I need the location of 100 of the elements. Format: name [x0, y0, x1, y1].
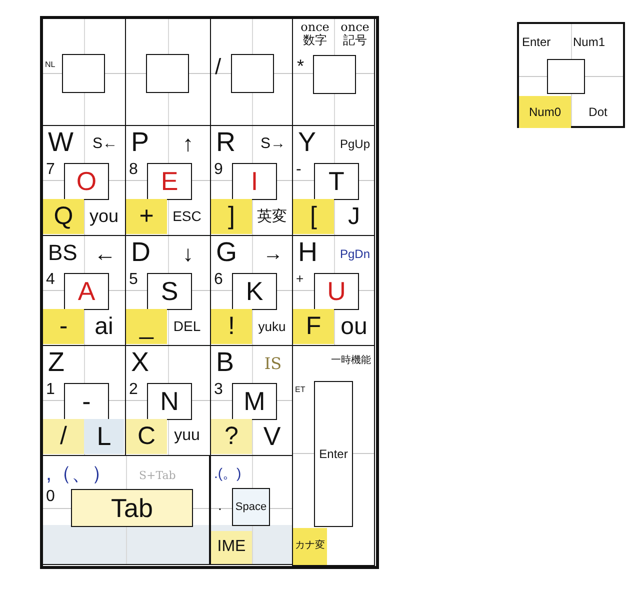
key-label: F [293, 309, 334, 344]
letter-label: P [131, 128, 150, 156]
key-label: L [84, 419, 124, 454]
key-label: [ [293, 199, 334, 234]
position-label: Enter [522, 36, 551, 49]
symbol-label: / [215, 55, 222, 78]
key-box: I [232, 163, 277, 200]
key-label: yuu [173, 426, 201, 446]
note-label: S+Tab [139, 470, 176, 482]
key-cell [125, 345, 211, 456]
number-label: 5 [129, 272, 138, 289]
key-label: / [43, 419, 84, 454]
shift-label: → [262, 245, 284, 263]
side-label: ET [295, 386, 306, 394]
key-cell [292, 345, 375, 566]
key-cell [125, 125, 211, 236]
position-label: Num0 [519, 96, 571, 128]
number-label: 8 [129, 162, 138, 179]
key-box: K [232, 273, 277, 310]
symbol-label: . [218, 498, 222, 513]
key-cell [125, 235, 211, 346]
number-label: 2 [129, 382, 138, 399]
key-box [62, 54, 105, 93]
key-cell [42, 18, 126, 126]
letter-label: R [216, 128, 236, 156]
key-cell [292, 235, 375, 346]
key-label: C [126, 419, 167, 454]
number-label: 6 [214, 272, 223, 289]
key-label: J [347, 202, 361, 232]
key-box: T [314, 163, 359, 200]
key-cell [42, 345, 126, 456]
shift-label: ↑ [182, 135, 194, 153]
key-box: E [147, 163, 192, 200]
letter-label: D [131, 238, 150, 266]
key-label: V [262, 420, 282, 453]
key-label: Q [43, 199, 84, 234]
shift-label: S← [91, 135, 118, 153]
key-label: ? [211, 419, 252, 454]
side-label: NL [45, 61, 56, 70]
key-cell [292, 125, 375, 236]
key-label: yuku [257, 318, 287, 336]
note-label: 一時機能 [331, 356, 372, 366]
key-cell [210, 345, 293, 456]
letter-label: G [216, 238, 238, 266]
key-box: Enter [314, 381, 353, 527]
key-box: Space [232, 488, 270, 526]
number-label: 9 [214, 162, 223, 179]
key-cell [42, 455, 210, 565]
symbol-label: * [297, 57, 304, 76]
shift-label: S→ [259, 135, 286, 153]
key-box [547, 59, 585, 94]
key-label: IME [211, 531, 252, 564]
key-label: DEL [172, 317, 202, 336]
key-label: - [43, 309, 84, 344]
key-cell [125, 18, 211, 126]
key-label: ai [94, 312, 114, 342]
key-box [313, 55, 356, 94]
shift-label: ↓ [182, 245, 194, 263]
letter-label: B [216, 348, 234, 376]
key-box [146, 54, 189, 93]
key-cell [210, 235, 293, 346]
key-cell [210, 455, 293, 565]
key-cell [42, 235, 126, 346]
key-box: A [64, 273, 109, 310]
key-box: Tab [71, 489, 193, 527]
number-label: 4 [46, 272, 55, 289]
key-label: ] [211, 199, 252, 234]
key-cell [292, 18, 375, 126]
letter-label: X [131, 348, 150, 376]
number-label: + [296, 272, 304, 286]
key-label: + [126, 199, 167, 234]
letter-label: Y [298, 128, 316, 156]
letter-label: H [298, 238, 318, 266]
key-label: _ [126, 309, 167, 344]
key-label: ESC [172, 207, 202, 226]
key-box [231, 54, 274, 93]
symbol-label: ,（、） [46, 464, 112, 485]
key-cell [42, 125, 126, 236]
letter-label: BS [48, 241, 78, 264]
key-box: U [314, 273, 359, 310]
shift-label: IS [263, 355, 283, 373]
shift-label: PgUp [338, 136, 372, 153]
position-label: Num1 [573, 36, 606, 49]
key-box: S [147, 273, 192, 310]
shift-label: ← [93, 245, 117, 263]
letter-label: Z [48, 348, 64, 376]
key-cell [210, 18, 293, 126]
key-box: - [64, 383, 109, 420]
symbol-label: .(。) [214, 466, 242, 481]
number-label: 0 [46, 489, 55, 506]
key-label: you [88, 205, 120, 228]
number-label: 7 [46, 162, 55, 179]
key-label: ! [211, 309, 252, 344]
key-box: N [147, 383, 192, 420]
key-box: O [64, 163, 109, 200]
shift-label: PgDn [338, 246, 372, 263]
key-cell [210, 125, 293, 236]
key-label: 英変 [256, 206, 288, 227]
key-label: ou [340, 312, 368, 342]
key-label: カナ変 [293, 528, 327, 565]
